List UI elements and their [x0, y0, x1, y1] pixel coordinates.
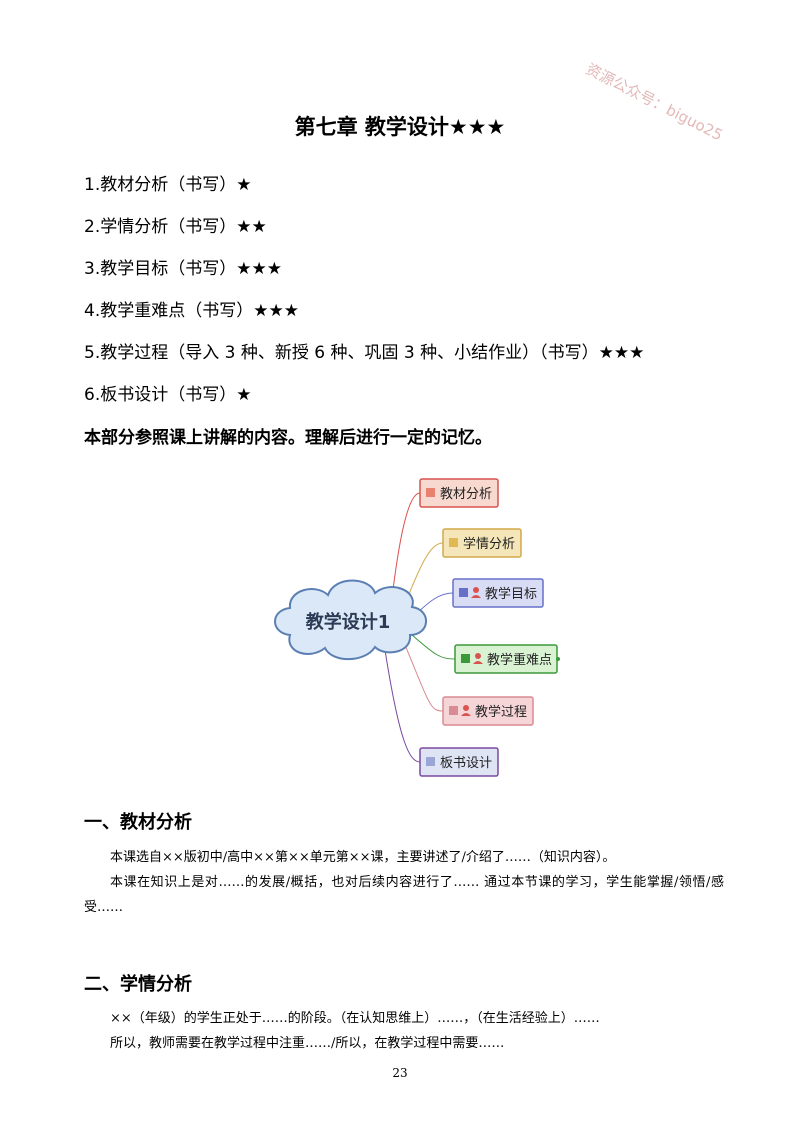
- star-rating: ★: [236, 175, 252, 195]
- outline-item: 3.教学目标（书写）★★★: [84, 254, 644, 296]
- number-badge-icon: [459, 588, 468, 597]
- outline-item-text: 3.教学目标（书写）: [84, 259, 237, 279]
- mindmap-diagram: 教学设计1 教材分析 学情分析 教学目标 教学重难点: [274, 478, 560, 777]
- outline-item: 2.学情分析（书写）★★: [84, 212, 644, 254]
- outline-item: 6.板书设计（书写）★: [84, 380, 644, 422]
- outline-item-text: 1.教材分析（书写）: [84, 175, 237, 195]
- chapter-title: 第七章 教学设计★★★: [294, 115, 506, 139]
- outline-item-text: 5.教学过程（导入 3 种、新授 6 种、巩固 3 种、小结作业）（书写）: [84, 343, 599, 363]
- mindmap-node-board: 板书设计: [419, 747, 499, 777]
- mindmap-node-label: 教材分析: [440, 486, 492, 502]
- outline-item: 1.教材分析（书写）★: [84, 170, 644, 212]
- person-icon: [461, 705, 471, 716]
- page-number: 23: [392, 1066, 408, 1080]
- outline-item-text: 6.板书设计（书写）: [84, 385, 237, 405]
- number-badge-icon: [426, 757, 435, 766]
- number-badge-icon: [461, 654, 470, 663]
- intro-note: 本部分参照课上讲解的内容。理解后进行一定的记忆。: [84, 428, 492, 448]
- outline-item: 5.教学过程（导入 3 种、新授 6 种、巩固 3 种、小结作业）（书写）★★★: [84, 338, 644, 380]
- star-rating: ★: [236, 385, 252, 405]
- mindmap-node-label: 教学过程: [475, 704, 527, 720]
- mindmap-node-key-points: 教学重难点: [454, 644, 560, 674]
- mindmap-node-label: 学情分析: [463, 536, 515, 552]
- mindmap-node-materials: 教材分析: [419, 478, 499, 508]
- outline-item-text: 2.学情分析（书写）: [84, 217, 237, 237]
- star-rating: ★★★: [236, 259, 282, 279]
- mindmap-node-label: 教学重难点: [487, 652, 552, 668]
- chapter-outline-list: 1.教材分析（书写）★ 2.学情分析（书写）★★ 3.教学目标（书写）★★★ 4…: [84, 170, 644, 422]
- central-topic-label: 教学设计1: [306, 611, 391, 633]
- paragraph: 所以，教师需要在教学过程中注重……/所以，在教学过程中需要……: [110, 1036, 505, 1051]
- central-topic-cloud: [274, 579, 427, 661]
- number-badge-icon: [449, 538, 458, 547]
- mindmap-node-label: 板书设计: [440, 756, 492, 771]
- person-icon: [473, 653, 483, 664]
- paragraph: 本课选自××版初中/高中××第××单元第××课，主要讲述了/介绍了……（知识内容…: [110, 850, 616, 865]
- star-rating: ★★★: [598, 343, 645, 363]
- number-badge-icon: [449, 706, 458, 715]
- outline-item: 4.教学重难点（书写）★★★: [84, 296, 644, 338]
- outline-item-text: 4.教学重难点（书写）: [84, 301, 254, 321]
- star-rating: ★★: [236, 217, 267, 237]
- star-rating: ★★★: [253, 301, 299, 321]
- paragraph: ××（年级）的学生正处于……的阶段。（在认知思维上）……，（在生活经验上）……: [110, 1011, 600, 1026]
- connector-line: [411, 634, 456, 660]
- paragraph: 本课在知识上是对……的发展/概括，也对后续内容进行了…… 通过本节课的学习，学生…: [84, 875, 724, 915]
- mindmap-node-label: 教学目标: [485, 586, 537, 602]
- connector-line: [384, 649, 421, 763]
- node-connector-dot: [556, 657, 560, 661]
- section-heading-students: 二、学情分析: [84, 974, 192, 995]
- number-badge-icon: [426, 488, 435, 497]
- person-icon: [471, 587, 481, 598]
- mindmap-node-process: 教学过程: [442, 696, 534, 726]
- section-heading-materials: 一、教材分析: [84, 812, 192, 833]
- connector-line: [404, 644, 444, 712]
- mindmap-node-students: 学情分析: [442, 528, 522, 558]
- mindmap-node-objectives: 教学目标: [452, 578, 544, 608]
